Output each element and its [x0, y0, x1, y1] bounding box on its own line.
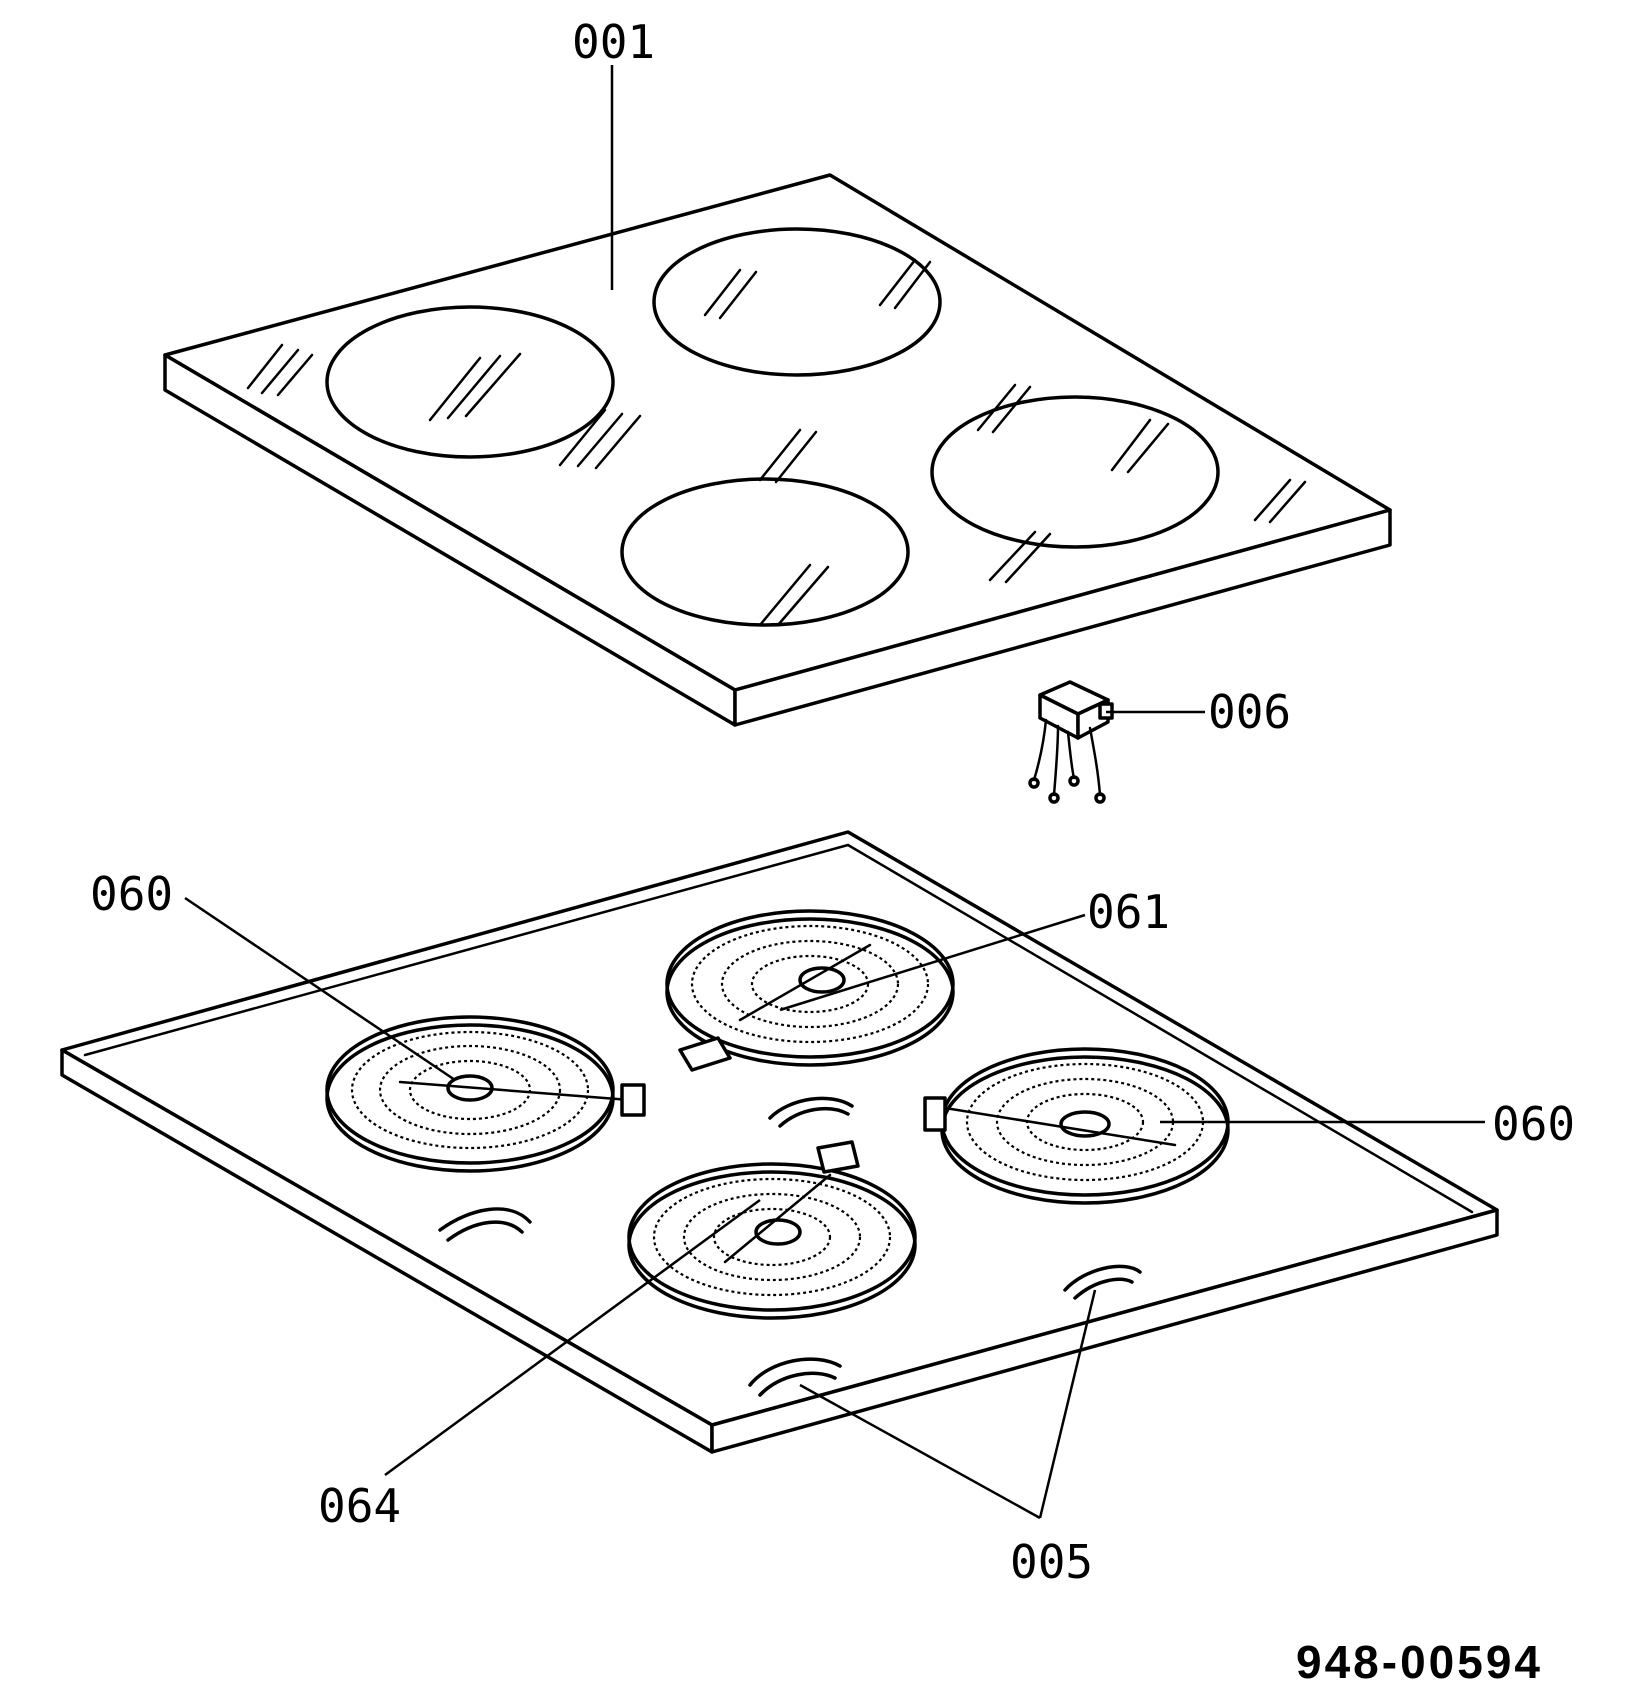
label-060-right: 060 — [1492, 1097, 1575, 1151]
label-064: 064 — [318, 1479, 401, 1533]
drawing-number: 948-00594 — [1296, 1636, 1543, 1688]
glass-zone-front — [620, 477, 910, 627]
heater-front — [627, 1140, 917, 1320]
glass-zone-back — [652, 227, 942, 377]
leader-lines — [184, 65, 1485, 1520]
temperature-limiter — [1028, 680, 1114, 804]
clip-right — [1063, 1264, 1142, 1300]
clip-front — [748, 1357, 842, 1397]
glass-reflection-hatching — [246, 258, 1307, 627]
label-005: 005 — [1010, 1535, 1093, 1589]
glass-zone-right — [930, 395, 1220, 549]
fixing-clips — [438, 1096, 1142, 1397]
glass-ceramic-top — [163, 173, 1392, 727]
clip-left — [438, 1207, 532, 1242]
glass-zone-left — [325, 305, 615, 459]
label-006: 006 — [1208, 685, 1291, 739]
label-061: 061 — [1087, 885, 1170, 939]
label-001: 001 — [572, 15, 655, 69]
label-060-left: 060 — [90, 867, 173, 921]
heater-left — [325, 1015, 646, 1173]
base-tray — [60, 830, 1499, 1454]
clip-back — [768, 1096, 854, 1128]
heater-back — [665, 909, 955, 1072]
